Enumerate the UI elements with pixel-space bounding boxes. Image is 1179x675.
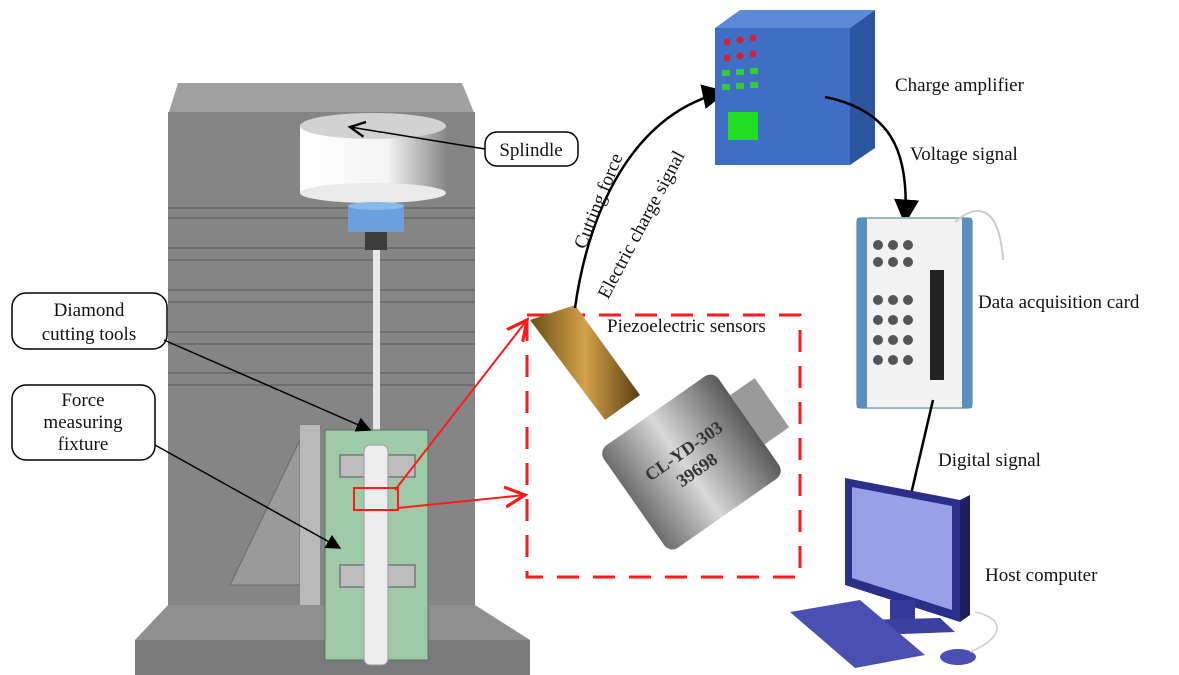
charge-signal-arrow bbox=[573, 84, 728, 309]
piezoelectric-sensor: CL-YD-303 39698 bbox=[530, 305, 790, 550]
svg-text:Force: Force bbox=[61, 390, 104, 411]
label-cutting-force: Cutting force bbox=[570, 151, 627, 252]
host-computer bbox=[790, 478, 998, 668]
data-acquisition-card bbox=[856, 210, 1004, 409]
svg-text:Diamond: Diamond bbox=[54, 300, 125, 321]
label-piezoelectric-sensors: Piezoelectric sensors bbox=[607, 316, 766, 337]
label-voltage-signal: Voltage signal bbox=[910, 144, 1018, 165]
label-digital-signal: Digital signal bbox=[938, 450, 1041, 471]
charge-amplifier bbox=[715, 10, 875, 165]
svg-text:measuring: measuring bbox=[43, 412, 123, 433]
spindle bbox=[300, 113, 446, 430]
label-diamond-cutting-tools: Diamond cutting tools bbox=[11, 292, 372, 432]
svg-text:fixture: fixture bbox=[58, 434, 109, 455]
label-data-acquisition-card: Data acquisition card bbox=[978, 292, 1140, 313]
label-charge-amplifier: Charge amplifier bbox=[895, 75, 1025, 96]
label-force-measuring-fixture: Force measuring fixture bbox=[11, 384, 342, 549]
svg-text:cutting tools: cutting tools bbox=[42, 324, 136, 345]
svg-text:Splindle: Splindle bbox=[499, 140, 562, 161]
voltage-signal-arrow bbox=[824, 95, 920, 225]
force-measuring-fixture bbox=[300, 425, 429, 666]
zoom-callout bbox=[394, 313, 802, 579]
label-host-computer: Host computer bbox=[985, 565, 1098, 586]
label-spindle: Splindle bbox=[350, 127, 579, 167]
